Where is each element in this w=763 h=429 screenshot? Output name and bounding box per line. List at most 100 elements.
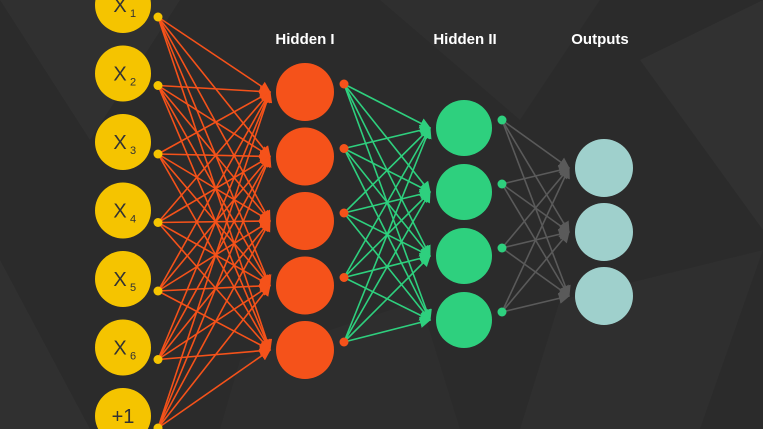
- output-node-2: [575, 203, 633, 261]
- input-to-hidden1-edge-1-1: [157, 84, 271, 158]
- input-to-hidden1-edge-1-3: [157, 85, 271, 287]
- input-node-subscript: 2: [130, 77, 136, 89]
- hidden1-to-hidden2-edge-4-0: [343, 126, 432, 343]
- input-node-label: X: [113, 201, 126, 223]
- hidden2-to-output-source-dot-3: [497, 307, 507, 317]
- input-to-hidden1-source-dot-3: [153, 218, 163, 227]
- input-to-hidden1-edge-6-1: [157, 155, 272, 429]
- input-to-hidden1-edge-4-4: [157, 290, 271, 351]
- hidden1-node-3: [276, 192, 334, 250]
- hidden2-to-output-edge-0-0: [501, 119, 570, 169]
- input-to-hidden1-edge-1-0: [157, 84, 272, 98]
- input-to-hidden1-edge-3-3: [157, 221, 271, 287]
- input-node-circle: [95, 319, 151, 376]
- hidden2-to-output-source-dot-0: [497, 115, 507, 125]
- hidden2-node-3: [436, 228, 492, 284]
- input-node-subscript: 6: [130, 351, 136, 363]
- input-to-hidden1-edge-5-3: [157, 284, 271, 361]
- input-node-circle: [95, 388, 151, 429]
- outputs-label: Outputs: [571, 31, 629, 48]
- hidden1-to-hidden2-source-dot-4: [339, 337, 349, 347]
- input-to-hidden1-edge-2-0: [157, 91, 271, 155]
- input-to-hidden1-edge-2-3: [157, 153, 271, 287]
- input-node-label: X: [113, 64, 126, 86]
- input-to-hidden1-source-dot-6: [153, 423, 163, 429]
- input-node-label: X: [113, 338, 126, 360]
- input-to-hidden1-edge-6-2: [157, 220, 271, 429]
- input-to-hidden1-edge-4-3: [157, 280, 272, 292]
- hidden1-to-hidden2-edge-4-1: [343, 191, 431, 343]
- hidden1-to-hidden2-edge-3-0: [343, 127, 431, 278]
- hidden2-to-output-edge-3-0: [501, 166, 570, 313]
- input-node-circle: [95, 45, 151, 102]
- input-node-label: X: [113, 0, 126, 17]
- input-to-hidden1-edge-6-4: [157, 349, 271, 429]
- input-node-label: +1: [112, 406, 135, 428]
- hidden2-to-output-edge-2-0: [501, 167, 570, 249]
- hidden1-to-hidden2-edge-2-0: [343, 127, 431, 214]
- output-node-1: [575, 139, 633, 197]
- hidden2-node-1: [436, 100, 492, 156]
- hidden2-to-output-source-dot-1: [497, 179, 507, 189]
- hidden-1-label: Hidden I: [275, 31, 334, 48]
- hidden1-node-4: [276, 256, 334, 315]
- hidden1-node-2: [276, 127, 334, 186]
- input-to-hidden1-edge-6-0: [157, 90, 273, 429]
- hidden1-node-5: [276, 321, 334, 379]
- hidden1-to-hidden2-edge-0-0: [343, 83, 431, 129]
- input-to-hidden1-edge-2-4: [157, 153, 271, 351]
- input-to-hidden1-edge-4-0: [157, 91, 271, 292]
- connections: [153, 12, 571, 429]
- input-to-hidden1-edge-6-3: [157, 284, 271, 429]
- input-to-hidden1-edge-1-2: [157, 84, 271, 222]
- input-to-hidden1-edge-2-2: [157, 153, 271, 222]
- hidden2-to-output-edge-3-1: [501, 231, 570, 313]
- input-node-circle: [95, 182, 151, 239]
- layer-labels: Hidden I Hidden II Outputs: [275, 31, 628, 48]
- input-to-hidden1-edge-5-0: [157, 90, 272, 360]
- input-to-hidden1-edge-5-4: [157, 345, 272, 361]
- input-node-circle: [95, 251, 151, 307]
- input-to-hidden1-source-dot-1: [153, 81, 163, 90]
- input-to-hidden1-edge-3-4: [157, 221, 271, 351]
- input-node-circle: [95, 114, 151, 170]
- output-node-3: [575, 267, 633, 325]
- input-node-subscript: 5: [130, 282, 136, 294]
- input-node-7: +1: [95, 388, 151, 429]
- hidden2-node-2: [436, 164, 492, 220]
- input-to-hidden1-edge-1-4: [157, 85, 272, 352]
- input-to-hidden1-edge-3-2: [157, 215, 272, 227]
- hidden1-to-hidden2-edge-1-0: [343, 124, 432, 150]
- input-node-subscript: 1: [130, 8, 136, 20]
- input-node-label: X: [113, 269, 126, 291]
- hidden2-to-output-edge-3-2: [501, 292, 571, 313]
- hidden2-node-4: [436, 292, 492, 348]
- hidden-2-label: Hidden II: [433, 31, 496, 48]
- input-node-circle: [95, 0, 151, 33]
- hidden2-to-output-source-dot-2: [497, 243, 507, 253]
- input-to-hidden1-edge-0-0: [157, 16, 271, 93]
- hidden1-to-hidden2-source-dot-3: [339, 273, 349, 282]
- hidden1-to-hidden2-edge-4-2: [343, 255, 431, 343]
- input-to-hidden1-edge-4-2: [157, 220, 271, 292]
- input-node-subscript: 4: [130, 214, 136, 226]
- hidden1-to-hidden2-source-dot-2: [339, 208, 349, 218]
- input-to-hidden1-edge-3-1: [157, 155, 271, 224]
- input-to-hidden1-edge-0-1: [157, 16, 271, 158]
- hidden1-to-hidden2-source-dot-1: [339, 144, 349, 153]
- input-to-hidden1-source-dot-5: [153, 355, 163, 364]
- input-node-subscript: 3: [130, 145, 136, 157]
- hidden1-to-hidden2-edge-4-3: [343, 317, 432, 343]
- input-to-hidden1-source-dot-0: [153, 12, 163, 22]
- input-to-hidden1-source-dot-4: [153, 286, 163, 296]
- hidden1-to-hidden2-source-dot-0: [339, 79, 349, 89]
- input-to-hidden1-edge-0-3: [157, 16, 272, 287]
